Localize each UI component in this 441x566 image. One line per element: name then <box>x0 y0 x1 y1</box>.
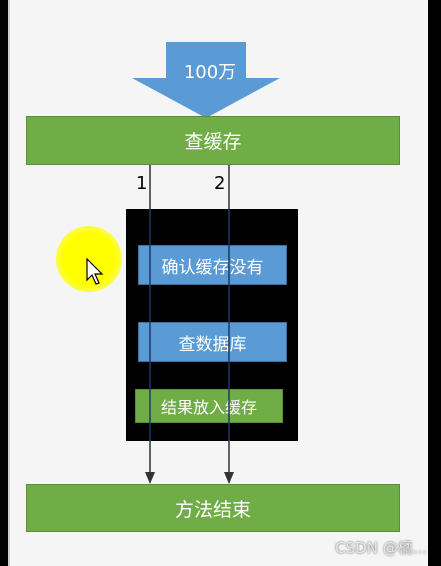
csdn-watermark: CSDN @橘... <box>335 539 427 557</box>
confirm-cache-empty-box: 确认缓存没有 <box>138 245 287 285</box>
mouse-pointer-icon <box>86 258 104 285</box>
method-end-box: 方法结束 <box>26 484 400 532</box>
path-label-1: 1 <box>136 173 148 194</box>
path-1-arrowhead <box>145 472 155 484</box>
slide-left-border <box>8 0 10 566</box>
input-arrow <box>132 42 280 118</box>
input-arrow-label: 100万 <box>183 62 237 83</box>
put-result-cache-box: 结果放入缓存 <box>135 389 283 423</box>
slide-canvas: 100万 查缓存 1 2 确认缓存没有 查数据库 结果放入缓存 方法结束 <box>8 0 428 566</box>
path-2-arrowhead <box>224 472 234 484</box>
query-database-box: 查数据库 <box>138 322 287 362</box>
cursor-highlight <box>56 226 122 292</box>
overlay-lines <box>149 209 230 441</box>
path-label-2: 2 <box>214 173 226 194</box>
query-cache-box: 查缓存 <box>26 116 400 165</box>
